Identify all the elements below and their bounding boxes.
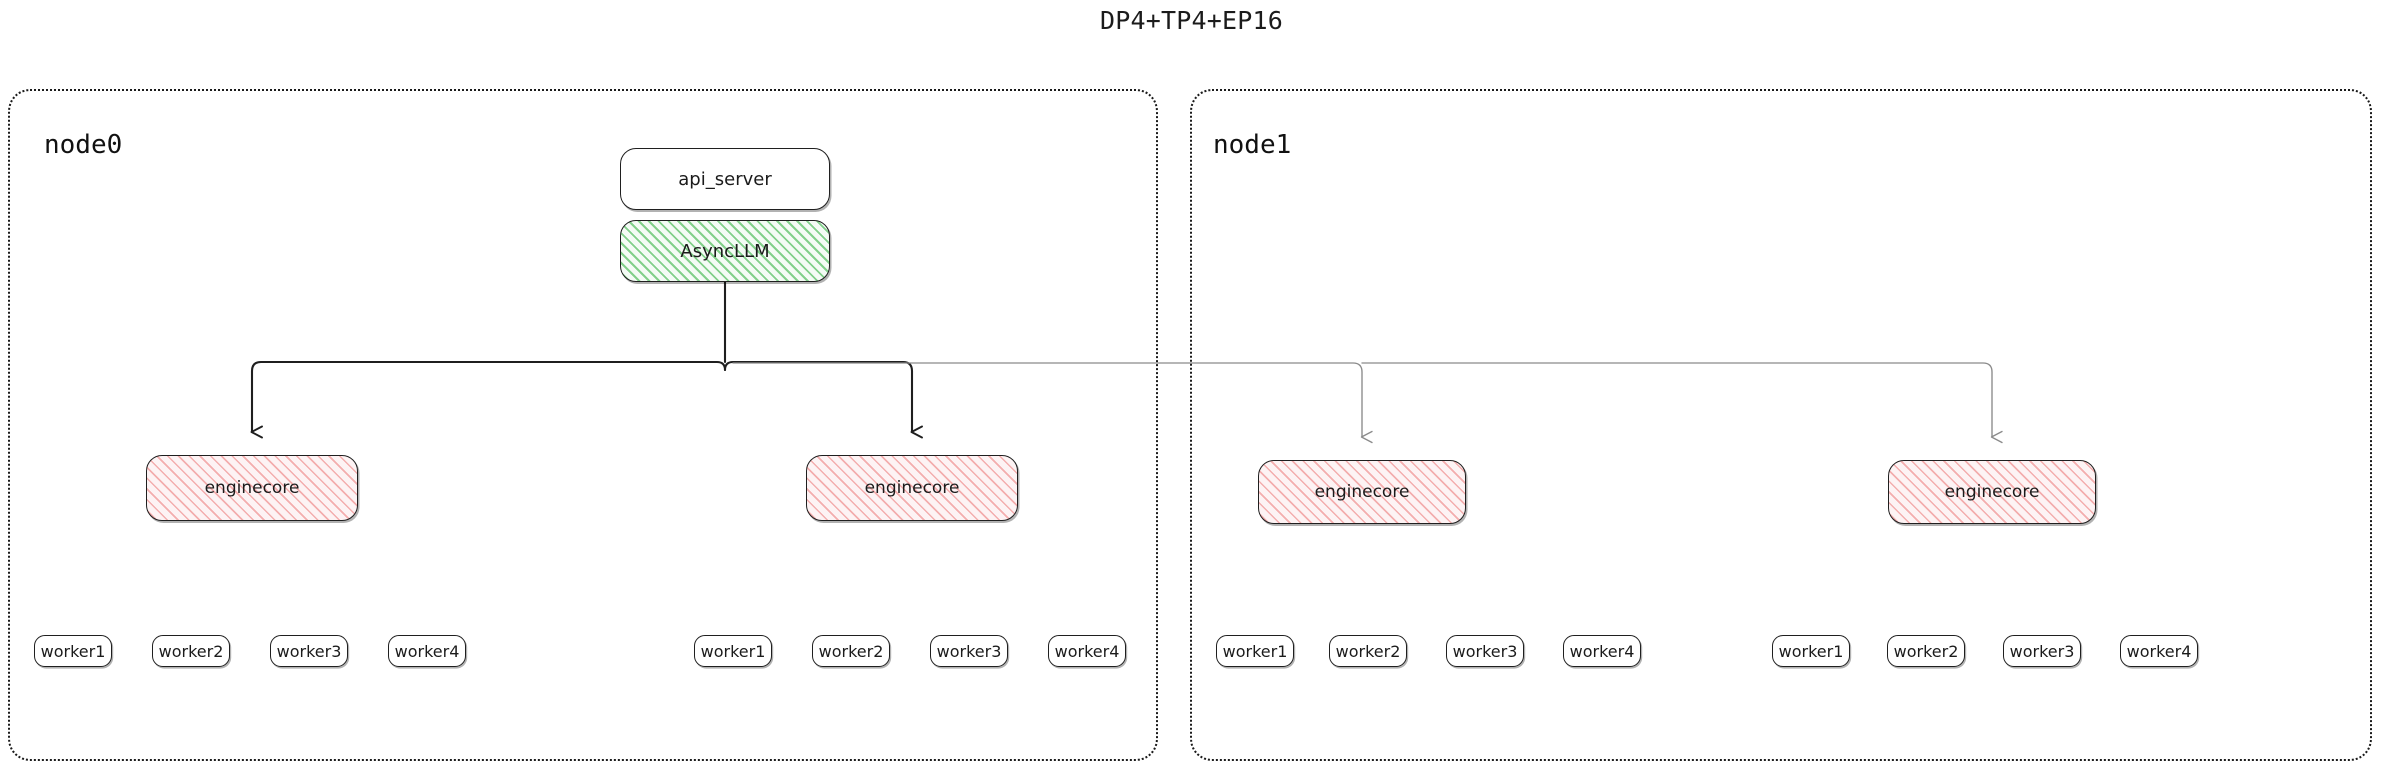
enginecore-box[interactable]: enginecore [1258, 460, 1466, 524]
api-server-box[interactable]: api_server [620, 148, 830, 210]
worker-box[interactable]: worker1 [1216, 635, 1294, 667]
worker-box[interactable]: worker3 [270, 635, 348, 667]
worker-box[interactable]: worker3 [1446, 635, 1524, 667]
async-llm-box[interactable]: AsyncLLM [620, 220, 830, 282]
worker-box[interactable]: worker4 [388, 635, 466, 667]
worker-box[interactable]: worker2 [812, 635, 890, 667]
worker-box[interactable]: worker4 [1563, 635, 1641, 667]
enginecore-box[interactable]: enginecore [1888, 460, 2096, 524]
worker-box[interactable]: worker1 [1772, 635, 1850, 667]
worker-box[interactable]: worker3 [930, 635, 1008, 667]
enginecore-box[interactable]: enginecore [806, 455, 1018, 521]
enginecore-box[interactable]: enginecore [146, 455, 358, 521]
worker-box[interactable]: worker1 [34, 635, 112, 667]
node-label-node1: node1 [1213, 130, 1292, 160]
worker-box[interactable]: worker2 [1887, 635, 1965, 667]
worker-box[interactable]: worker4 [1048, 635, 1126, 667]
page-title: DP4+TP4+EP16 [1099, 6, 1283, 35]
worker-box[interactable]: worker4 [2120, 635, 2198, 667]
worker-box[interactable]: worker1 [694, 635, 772, 667]
node-label-node0: node0 [44, 130, 123, 160]
worker-box[interactable]: worker2 [1329, 635, 1407, 667]
worker-box[interactable]: worker2 [152, 635, 230, 667]
worker-box[interactable]: worker3 [2003, 635, 2081, 667]
